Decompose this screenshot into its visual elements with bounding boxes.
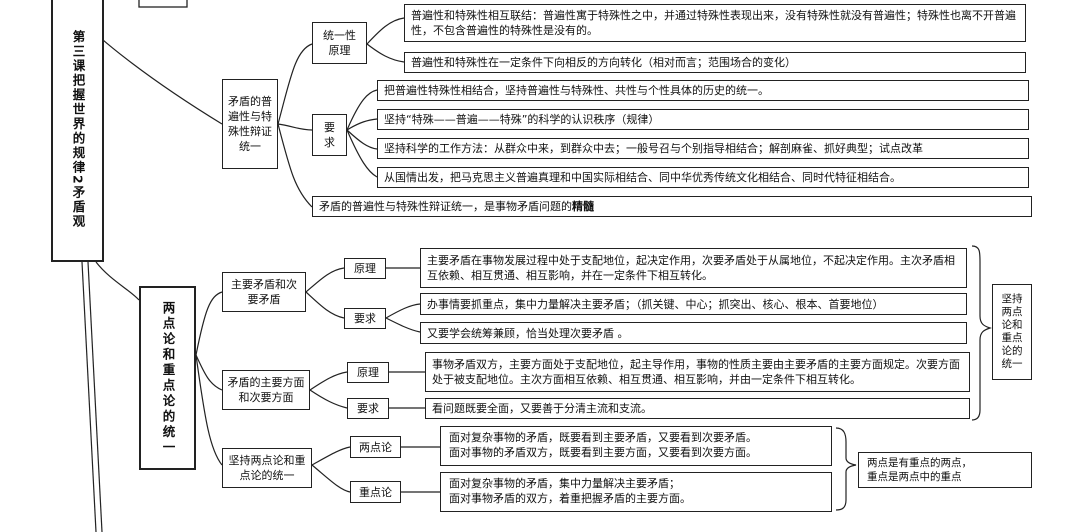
- section1-label: 矛盾的普遍性与特殊性辩证统一: [222, 79, 278, 169]
- section1-requirement-label: 要求: [312, 114, 347, 156]
- principle-item-2: 普遍性和特殊性在一定条件下向相反的方向转化（相对而言；范围场合的变化）: [404, 52, 1026, 73]
- unity-label: 坚持两点论和重点论的统一: [222, 448, 312, 488]
- requirement-item-3: 坚持科学的工作方法：从群众中来，到群众中去；一般号召与个别指导相结合；解剖麻雀、…: [377, 138, 1029, 159]
- aspects-principle-text: 事物矛盾双方，主要方面处于支配地位，起主导作用，事物的性质主要由主要矛盾的主要方…: [425, 352, 970, 392]
- two-point-text: 面对复杂事物的矛盾，既要看到主要矛盾，又要看到次要矛盾。 面对事物的矛盾双方，既…: [440, 426, 832, 466]
- requirement-item-4: 从国情出发，把马克思主义普遍真理和中国实际相结合、同中华优秀传统文化相结合、同时…: [377, 167, 1029, 188]
- aspects-requirement-text: 看问题既要全面，又要善于分清主流和支流。: [425, 398, 970, 419]
- principle-item-1: 普遍性和特殊性相互联结：普遍性寓于特殊性之中，并通过特殊性表现出来，没有特殊性就…: [404, 4, 1026, 42]
- unity-principle-label: 统一性原理: [312, 22, 367, 64]
- aspects-requirement-label: 要求: [347, 398, 389, 419]
- two-point-label: 两点论: [350, 436, 401, 458]
- main-secondary-requirement-1: 办事情要抓重点，集中力量解决主要矛盾；（抓关键、中心；抓突出、核心、根本、首要地…: [420, 293, 967, 315]
- focus-text: 面对复杂事物的矛盾，集中力量解决主要矛盾； 面对事物矛盾的双方，着重把握矛盾的主…: [440, 472, 832, 512]
- aspects-label: 矛盾的主要方面和次要方面: [222, 370, 310, 410]
- relation-note: 两点是有重点的两点， 重点是两点中的重点: [858, 452, 1032, 488]
- main-secondary-label: 主要矛盾和次要矛盾: [222, 272, 306, 312]
- requirement-item-1: 把普遍性特殊性相结合，坚持普遍性与特殊性、共性与个性具体的历史的统一。: [377, 80, 1029, 101]
- title-box: 第三课把握世界的规律2矛盾观: [51, 0, 104, 262]
- main-secondary-requirement-label: 要求: [344, 308, 386, 329]
- main-secondary-requirement-2: 又要学会统筹兼顾，恰当处理次要矛盾 。: [420, 322, 967, 344]
- section1-summary: 矛盾的普遍性与特殊性辩证统一，是事物矛盾问题的精髓: [312, 196, 1032, 217]
- section2-label: 两点论和重点论的统一: [139, 286, 196, 470]
- focus-label: 重点论: [350, 481, 401, 503]
- title-text: 第三课把握世界的规律2矛盾观: [70, 30, 86, 230]
- aspects-principle-label: 原理: [347, 362, 389, 383]
- side-note: 坚持两点论和重点论的统一: [992, 284, 1032, 380]
- main-secondary-principle-text: 主要矛盾在事物发展过程中处于支配地位，起决定作用，次要矛盾处于从属地位，不起决定…: [420, 248, 967, 288]
- main-secondary-principle-label: 原理: [344, 258, 386, 279]
- requirement-item-2: 坚持“特殊——普遍——特殊”的科学的认识秩序（规律）: [377, 109, 1029, 130]
